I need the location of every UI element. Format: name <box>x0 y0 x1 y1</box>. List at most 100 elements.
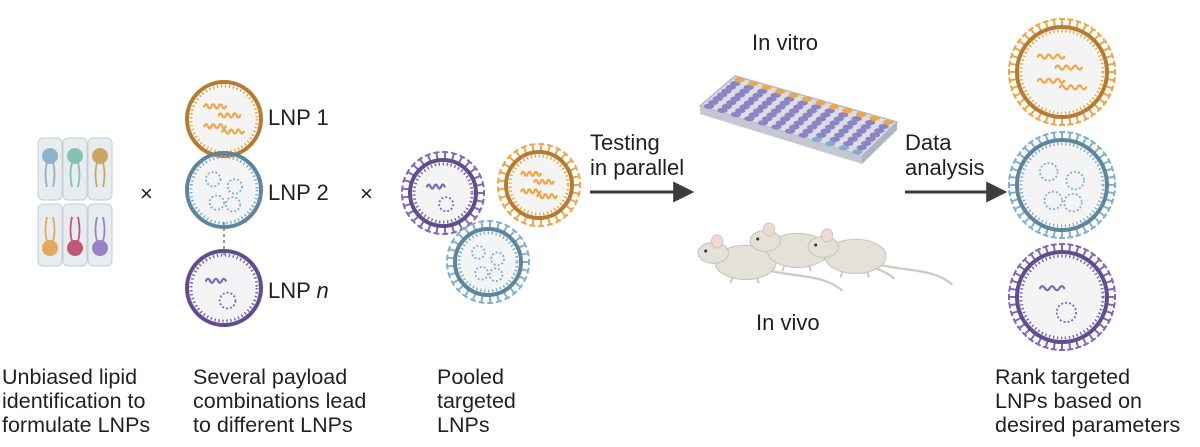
surface-ligand-cap <box>1075 345 1082 350</box>
surface-ligand-cap <box>569 157 575 164</box>
plate-well <box>725 100 737 106</box>
plate-well <box>716 92 728 98</box>
surface-ligand-cap <box>1096 106 1103 113</box>
lnp-1-particle-icon <box>185 80 263 158</box>
plate-well <box>788 92 799 98</box>
surface-ligand-cap <box>1102 213 1108 220</box>
plate-well <box>739 104 750 110</box>
plasmid-ring <box>438 196 455 213</box>
lnp-n-prefix: LNP <box>268 278 317 303</box>
testing-label: Testing in parallel <box>590 130 685 180</box>
mouse-feet <box>839 271 870 278</box>
surface-ligand-cap <box>562 151 569 157</box>
surface-ligand-cap <box>1034 116 1042 122</box>
plate-well <box>793 120 804 126</box>
particle-core <box>193 159 255 221</box>
plate-well <box>784 112 795 118</box>
surface-ligand-cap <box>555 218 562 224</box>
lnp-n-variable: n <box>316 278 329 303</box>
lipid-tail <box>52 162 56 188</box>
surface-ligand-cap <box>1050 18 1057 22</box>
lipid-head <box>67 148 83 164</box>
multiply-sign-1: × <box>140 181 153 206</box>
lnp-2-label: LNP 2 <box>268 180 329 205</box>
surface-ligand-cap <box>1110 52 1115 59</box>
surface-ligand-cap <box>473 165 479 172</box>
surface-ligand-cap <box>1008 190 1012 197</box>
surface-ligand-cap <box>1110 198 1115 205</box>
plate-well <box>797 116 809 122</box>
lipid-head <box>42 148 58 164</box>
plate-well <box>793 104 804 110</box>
ranked-lnp-blue-icon <box>1008 131 1116 239</box>
surface-ligand-cap <box>529 223 536 227</box>
plate-well <box>869 115 880 121</box>
surface-ligand-cap <box>1042 19 1049 24</box>
surface-ligand-cap <box>1008 77 1012 84</box>
particle-core <box>512 158 566 212</box>
surface-ligand-cap <box>1042 233 1049 238</box>
lipid-heads <box>457 231 519 293</box>
caption-payloads: Several payload combinations lead to dif… <box>193 365 367 437</box>
plate-well <box>725 84 737 90</box>
surface-ligand-cap <box>506 210 513 217</box>
plate-well <box>856 144 868 151</box>
surface-ligand-cap <box>455 287 462 294</box>
plate-well <box>730 96 741 102</box>
surface-ligand-cap <box>1102 262 1108 269</box>
surface-ligand-cap <box>1012 205 1018 213</box>
plate-well <box>878 123 889 130</box>
mrna-strand <box>217 112 242 119</box>
mrna-strand <box>536 193 558 200</box>
plate-well <box>829 120 840 126</box>
surface-ligand-cap <box>498 168 503 176</box>
surface-ligand-cap <box>1009 310 1014 317</box>
surface-ligand-cap <box>1050 235 1057 239</box>
surface-ligand-cap <box>1090 26 1097 32</box>
surface-ligand-cap <box>1102 150 1108 157</box>
lipid-tube <box>37 137 63 201</box>
surface-ligand-cap <box>1050 131 1057 135</box>
lipid-tube <box>62 203 88 267</box>
surface-ligand-cap <box>1106 317 1112 325</box>
mouse-icon <box>697 234 844 292</box>
surface-ligand-cap <box>1050 122 1057 126</box>
surface-ligand-cap <box>1027 26 1034 32</box>
surface-ligand-cap <box>495 299 503 304</box>
surface-ligand-cap <box>1050 243 1057 247</box>
surface-ligand-cap <box>1008 302 1012 309</box>
lipid-head <box>92 148 108 164</box>
surface-ligand-cap <box>520 144 527 149</box>
surface-ligand-cap <box>1067 122 1074 126</box>
surface-ligand-cap <box>501 160 507 167</box>
surface-ligand-cap <box>424 152 431 157</box>
mouse-icon <box>807 228 954 286</box>
surface-ligand-cap <box>506 153 513 160</box>
plate-well <box>851 116 862 122</box>
surface-ligand-cap <box>1112 302 1116 309</box>
plate-well <box>788 108 800 114</box>
caption-lipids: Unbiased lipid identification to formula… <box>2 365 151 437</box>
surface-ligand-cap <box>402 176 407 184</box>
surface-ligand-cap <box>555 146 562 152</box>
surface-ligand-cap <box>1042 244 1049 249</box>
plate-well <box>757 104 768 110</box>
plate-well <box>771 124 782 130</box>
surface-ligand-cap <box>1075 19 1082 24</box>
ranked-lnp-orange-icon <box>1008 18 1116 126</box>
surface-ligand-cap <box>466 159 473 165</box>
surface-ligand-cap <box>1021 331 1028 338</box>
surface-ligand-cap <box>1009 198 1014 205</box>
particle-core <box>416 166 470 220</box>
surface-ligand-cap <box>1067 243 1074 247</box>
lipid-head <box>42 240 58 256</box>
particle-core <box>461 235 515 289</box>
lipid-shell <box>453 227 523 297</box>
lipid-heads <box>189 155 259 225</box>
surface-ligand-cap <box>1082 341 1090 347</box>
surface-ligand-cap <box>1034 135 1042 141</box>
surface-ligand-cap <box>1016 213 1022 220</box>
plate-well <box>838 145 850 151</box>
plasmid-ring <box>1063 192 1083 213</box>
surface-ligand-cap <box>1021 106 1028 113</box>
